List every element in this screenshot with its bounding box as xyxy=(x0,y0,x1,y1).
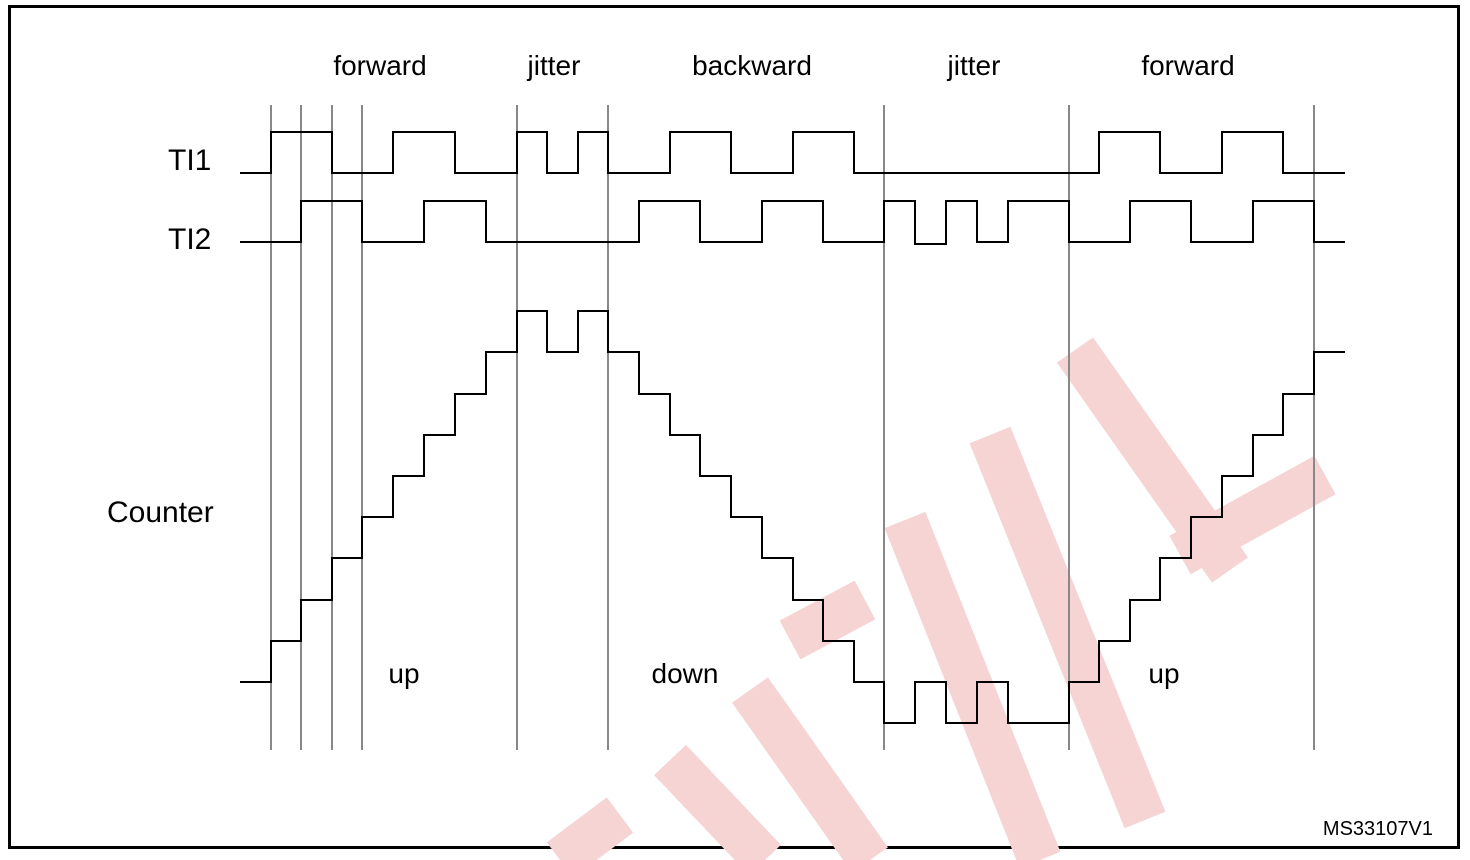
counter-waveform xyxy=(240,310,1345,724)
diagram-frame xyxy=(8,5,1460,849)
signal-label-ti2: TI2 xyxy=(168,223,211,256)
phase-label-forward-2: forward xyxy=(1141,50,1234,81)
phase-label-backward: backward xyxy=(692,50,812,81)
watermark xyxy=(546,337,1336,860)
signal-label-ti1: TI1 xyxy=(168,144,211,177)
figure-code: MS33107V1 xyxy=(1323,818,1433,840)
direction-label-up-2: up xyxy=(1148,658,1179,689)
ti1-waveform xyxy=(240,131,1345,174)
phase-label-jitter-1: jitter xyxy=(527,50,581,81)
direction-label-down: down xyxy=(652,658,719,689)
phase-label-jitter-2: jitter xyxy=(947,50,1001,81)
ti2-waveform xyxy=(240,200,1345,245)
direction-label-up-1: up xyxy=(388,658,419,689)
phase-label-forward-1: forward xyxy=(333,50,426,81)
signal-label-counter: Counter xyxy=(107,496,214,529)
